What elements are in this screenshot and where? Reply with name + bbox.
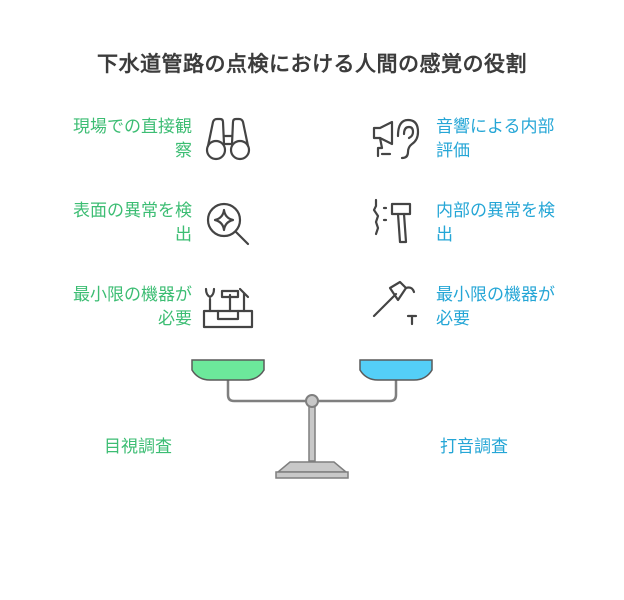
magnifier-sparkle-icon	[206, 202, 250, 246]
scale-frame	[226, 380, 398, 479]
binoculars-icon	[205, 117, 251, 161]
left-item-1-label: 現場での直接観 察	[20, 115, 192, 163]
right-item-1-line2: 評価	[436, 141, 470, 161]
ear-megaphone-icon	[372, 118, 420, 160]
right-item-3-label: 最小限の機器が 必要	[436, 283, 606, 331]
hammer-nail-icon	[372, 280, 418, 326]
right-item-1-line1: 音響による内部	[436, 117, 555, 137]
left-item-2-label: 表面の異常を検 出	[20, 199, 192, 247]
left-item-3-line2: 必要	[158, 309, 192, 329]
right-item-3-line1: 最小限の機器が	[436, 285, 555, 305]
scale-pillar	[308, 400, 316, 462]
right-pan	[359, 359, 433, 381]
left-item-1-line2: 察	[175, 141, 192, 161]
scale-base-top	[275, 461, 349, 473]
right-caption: 打音調査	[440, 437, 508, 457]
diagram-title: 下水道管路の点検における人間の感覚の役割	[97, 52, 527, 76]
left-item-1-line1: 現場での直接観	[73, 117, 192, 137]
right-item-2-line1: 内部の異常を検	[436, 201, 555, 221]
scale-pivot	[305, 394, 319, 408]
right-item-3-line2: 必要	[436, 309, 470, 329]
right-item-2-line2: 出	[436, 225, 453, 245]
right-item-2-label: 内部の異常を検 出	[436, 199, 606, 247]
scale-base	[275, 471, 349, 479]
left-pan	[191, 359, 265, 381]
left-item-3-line1: 最小限の機器が	[73, 285, 192, 305]
left-item-2-line2: 出	[175, 225, 192, 245]
toolbox-icon	[202, 287, 254, 329]
hammer-crack-icon	[372, 198, 412, 244]
right-item-1-label: 音響による内部 評価	[436, 115, 606, 163]
left-item-3-label: 最小限の機器が 必要	[20, 283, 192, 331]
left-item-2-line1: 表面の異常を検	[73, 201, 192, 221]
left-caption: 目視調査	[104, 437, 172, 457]
